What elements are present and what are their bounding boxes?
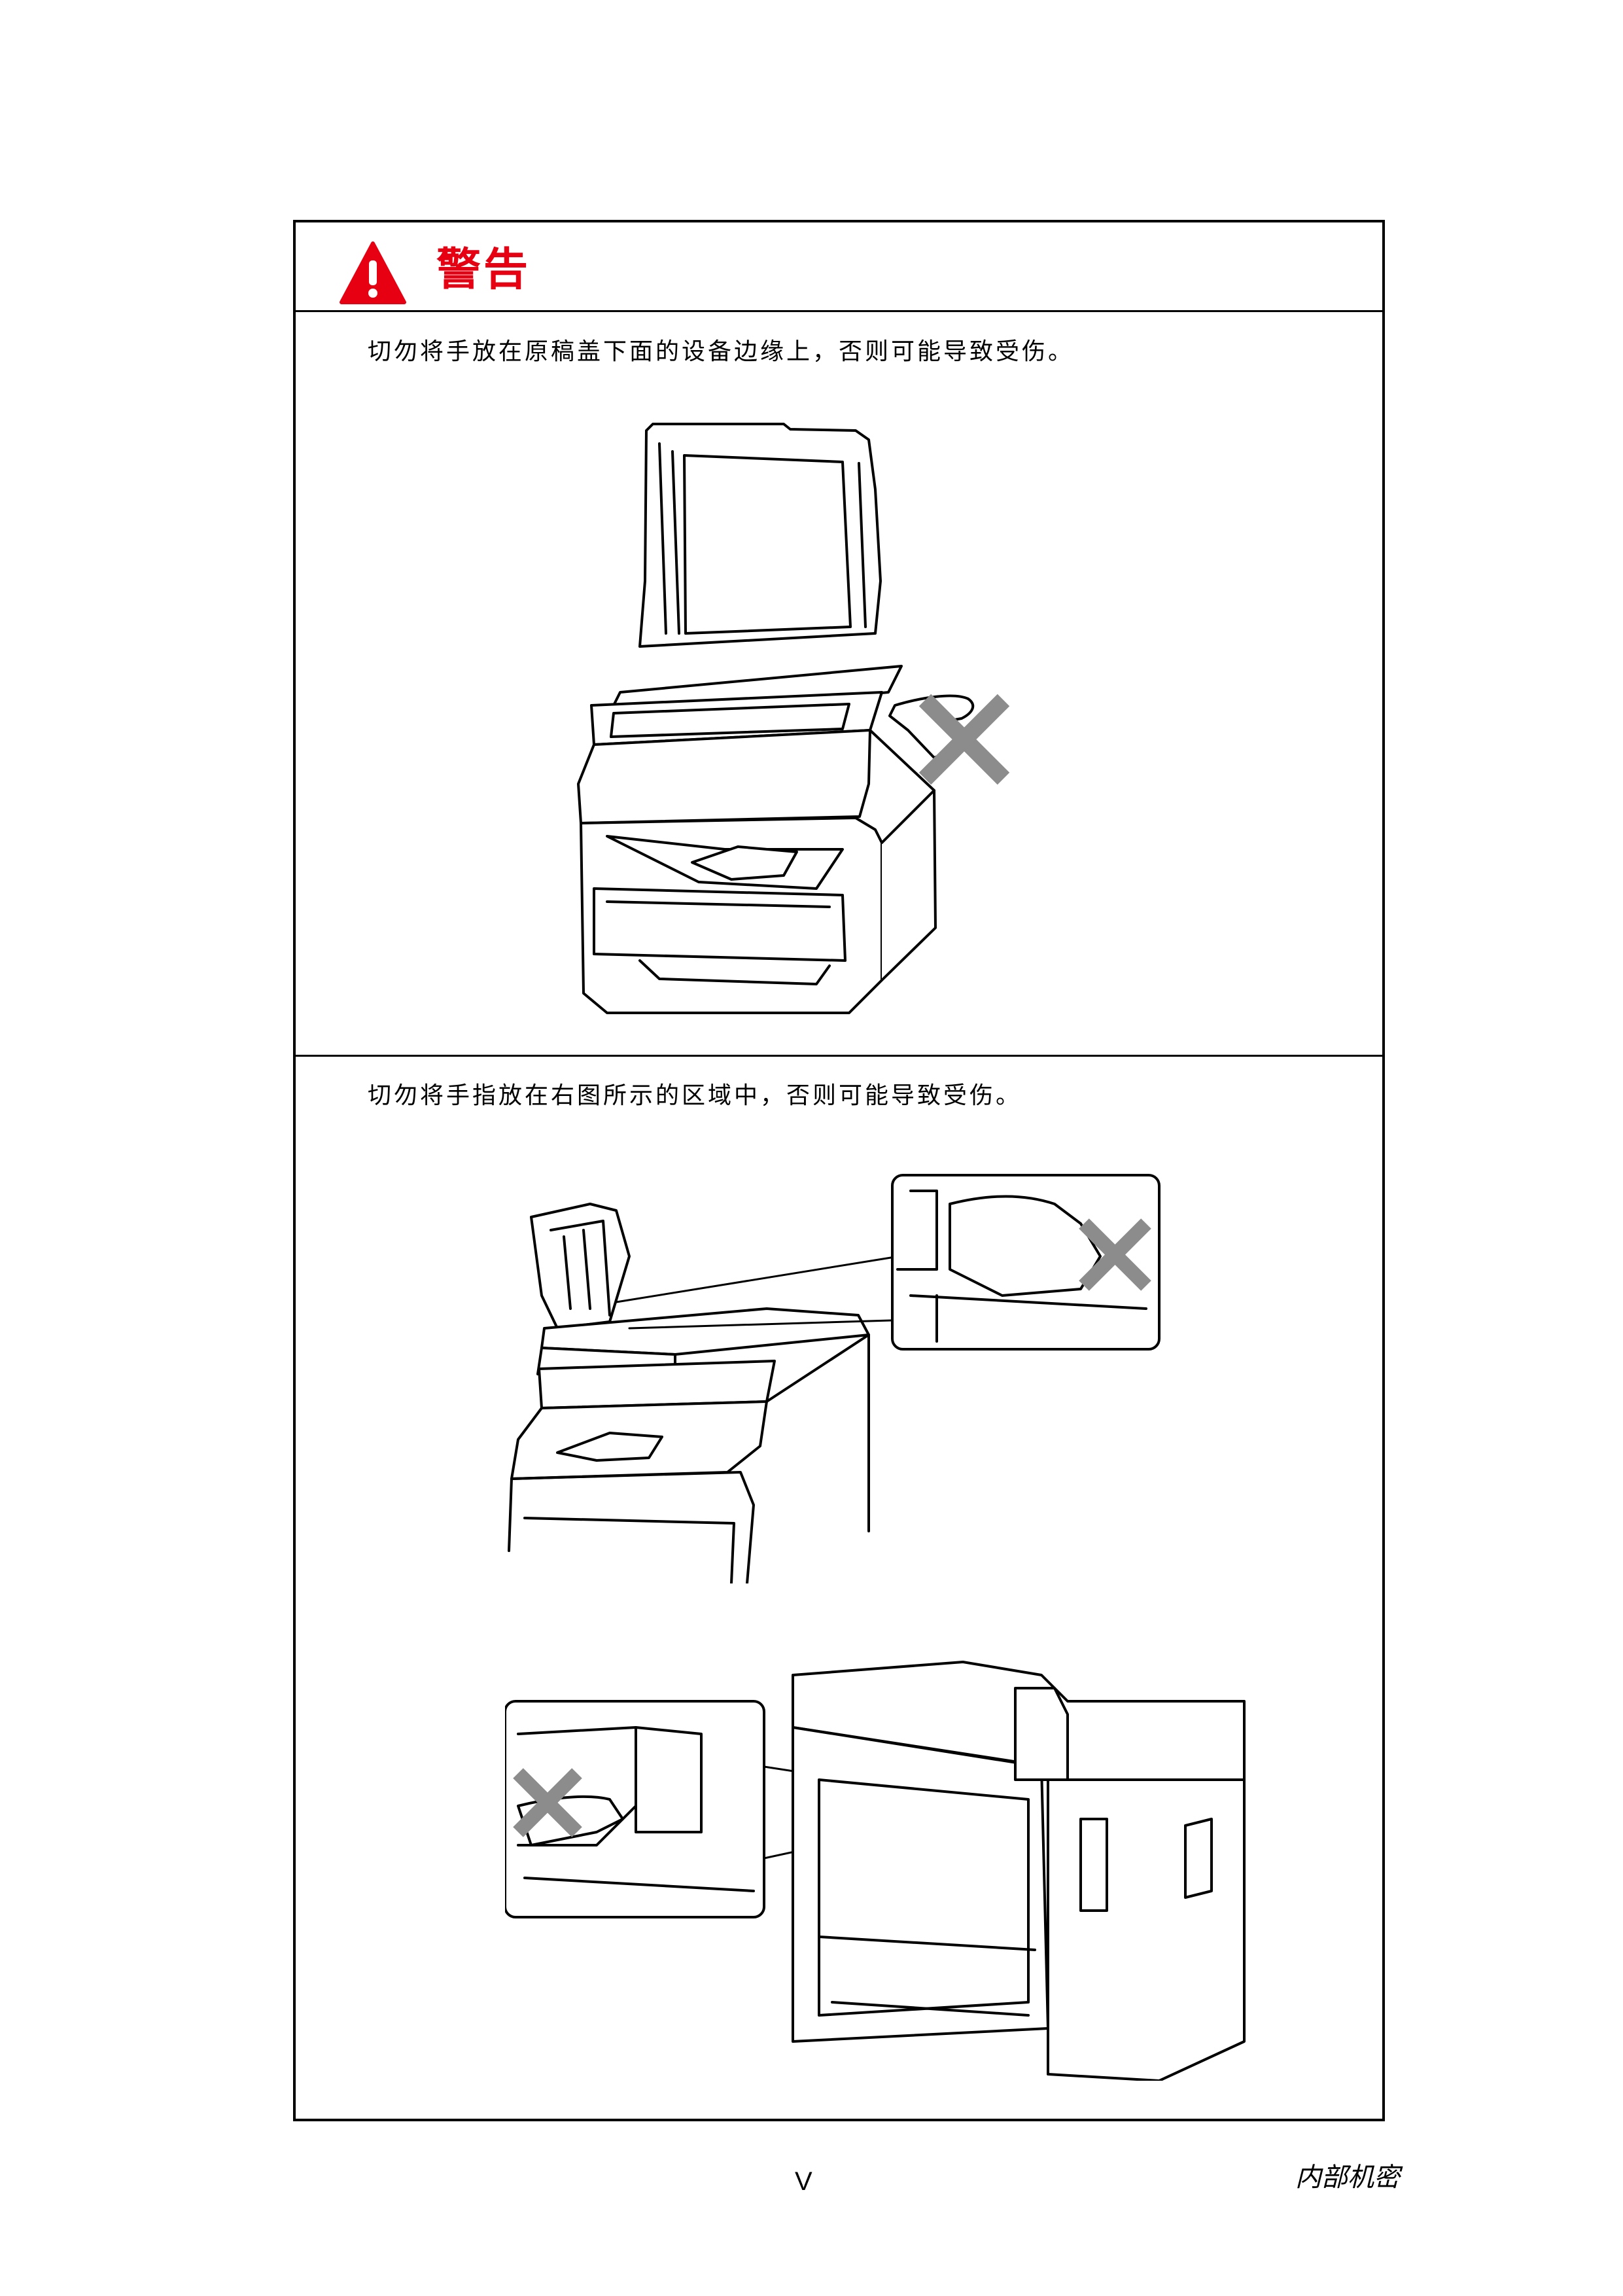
page-number: V <box>795 2167 812 2196</box>
section-divider <box>296 1055 1382 1057</box>
instruction-text-2: 切勿将手指放在右图所示的区域中，否则可能导致受伤。 <box>368 1082 1022 1109</box>
no-x-icon <box>1079 1218 1151 1291</box>
no-x-icon <box>513 1768 582 1837</box>
adf-open-illustration <box>508 1174 1161 1583</box>
header-divider <box>296 310 1382 312</box>
warning-box: 警告 切勿将手放在原稿盖下面的设备边缘上，否则可能导致受伤。 <box>293 220 1385 2121</box>
no-x-icon <box>918 694 1010 785</box>
instruction-text-1: 切勿将手放在原稿盖下面的设备边缘上，否则可能导致受伤。 <box>368 338 1075 365</box>
warning-triangle-icon <box>340 241 406 304</box>
scanner-lid-hand-illustration <box>577 423 1010 1014</box>
rear-cover-illustration <box>505 1661 1246 2081</box>
confidential-label: 内部机密 <box>1295 2163 1400 2193</box>
warning-title: 警告 <box>436 244 531 296</box>
